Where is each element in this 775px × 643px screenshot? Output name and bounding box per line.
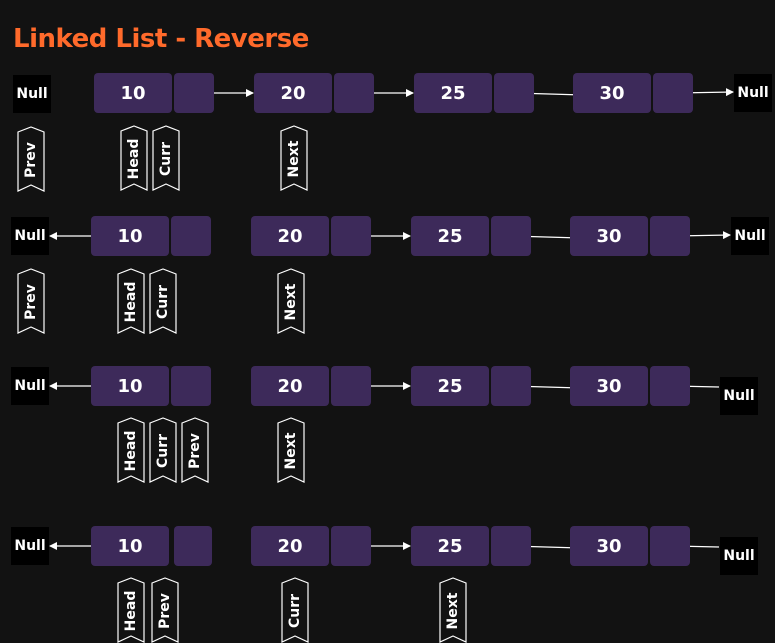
pointer-tag-prev: Prev bbox=[17, 126, 45, 192]
diagram-title: Linked List - Reverse bbox=[13, 24, 309, 54]
node-next-slot bbox=[174, 73, 214, 113]
null-left-r1: Null bbox=[13, 75, 51, 113]
node-next-slot bbox=[491, 216, 531, 256]
null-right-r4: Null bbox=[720, 537, 758, 575]
node-next-slot bbox=[491, 526, 531, 566]
null-right-r1: Null bbox=[734, 74, 772, 112]
pointer-tag-curr: Curr bbox=[149, 417, 177, 483]
pointer-tag-prev: Prev bbox=[17, 268, 45, 334]
node-next-slot bbox=[650, 526, 690, 566]
pointer-tag-next: Next bbox=[277, 268, 305, 334]
node-next-slot bbox=[491, 366, 531, 406]
node-next-slot bbox=[334, 73, 374, 113]
pointer-tag-head: Head bbox=[117, 577, 145, 643]
pointer-tag-curr: Curr bbox=[149, 268, 177, 334]
node-next-slot bbox=[171, 366, 211, 406]
null-left-r2: Null bbox=[11, 217, 49, 255]
node-next-slot bbox=[331, 526, 371, 566]
pointer-tag-head: Head bbox=[120, 125, 148, 191]
pointer-tag-prev: Prev bbox=[151, 577, 179, 643]
pointer-tag-head: Head bbox=[117, 268, 145, 334]
node-next-slot bbox=[331, 366, 371, 406]
pointer-tag-head: Head bbox=[117, 417, 145, 483]
node-next-slot bbox=[174, 526, 212, 566]
pointer-tag-next: Next bbox=[439, 577, 467, 643]
node-next-slot bbox=[650, 216, 690, 256]
pointer-tag-prev: Prev bbox=[181, 417, 209, 483]
pointer-tag-curr: Curr bbox=[152, 125, 180, 191]
node-next-slot bbox=[331, 216, 371, 256]
null-right-r2: Null bbox=[731, 217, 769, 255]
null-right-r3: Null bbox=[720, 377, 758, 415]
null-left-r3: Null bbox=[11, 367, 49, 405]
node-next-slot bbox=[650, 366, 690, 406]
pointer-tag-next: Next bbox=[277, 417, 305, 483]
node-next-slot bbox=[653, 73, 693, 113]
node-next-slot bbox=[171, 216, 211, 256]
pointer-tag-next: Next bbox=[280, 125, 308, 191]
pointer-tag-curr: Curr bbox=[281, 577, 309, 643]
node-next-slot bbox=[494, 73, 534, 113]
null-left-r4: Null bbox=[11, 527, 49, 565]
